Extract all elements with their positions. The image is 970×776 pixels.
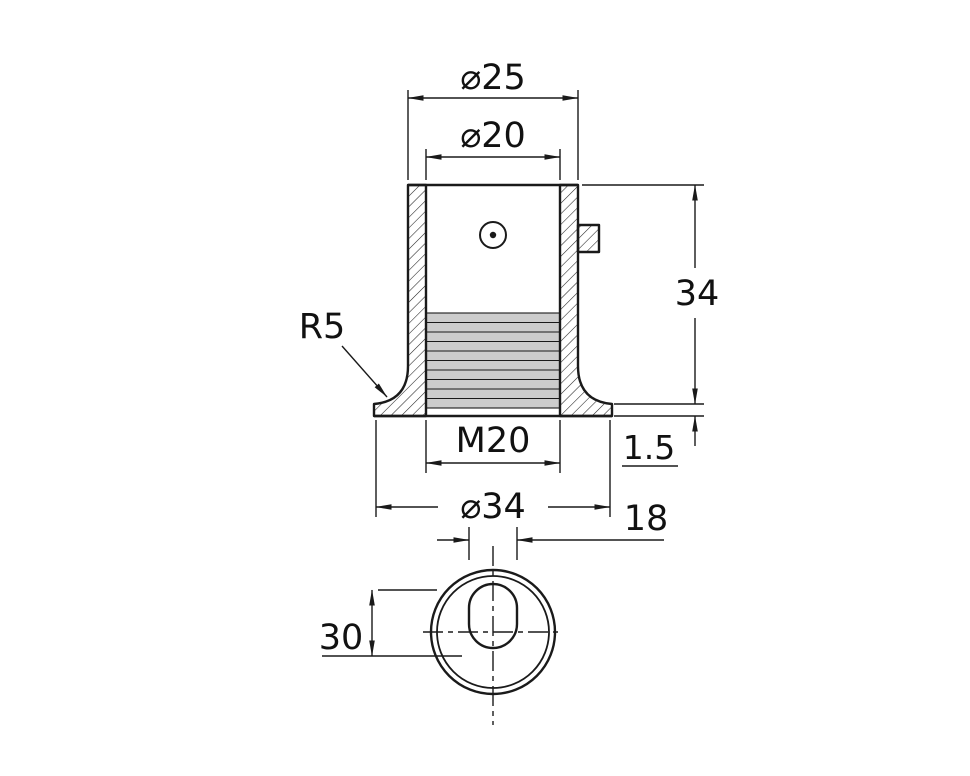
dim-thread-m20: M20 — [425, 420, 561, 473]
dim-label-30: 30 — [319, 618, 364, 658]
section-view — [372, 183, 614, 418]
thread-section — [425, 312, 561, 409]
dim-label-34: 34 — [675, 274, 720, 314]
dim-slot-width-18: 18 — [437, 499, 668, 560]
dim-dia25: ⌀25 — [407, 58, 579, 180]
dim-height-34: 34 — [582, 184, 720, 417]
side-lug — [576, 223, 601, 254]
dim-label-dia34: ⌀34 — [460, 487, 526, 527]
back-wall-hole — [479, 221, 507, 249]
dim-slot-length-30: 30 — [319, 589, 462, 658]
dim-dia34: ⌀34 — [375, 420, 611, 527]
bottom-view — [423, 546, 563, 725]
dim-flange-thickness: 1.5 — [622, 415, 698, 467]
dim-label-r5: R5 — [299, 307, 346, 347]
dim-label-18: 18 — [624, 499, 669, 539]
dim-label-dia25: ⌀25 — [460, 58, 526, 98]
dim-label-dia20: ⌀20 — [460, 116, 526, 156]
dim-label-1-5: 1.5 — [623, 428, 675, 467]
dim-fillet-r5: R5 — [299, 307, 388, 398]
dim-dia20: ⌀20 — [425, 116, 561, 180]
dim-label-m20: M20 — [456, 421, 531, 461]
